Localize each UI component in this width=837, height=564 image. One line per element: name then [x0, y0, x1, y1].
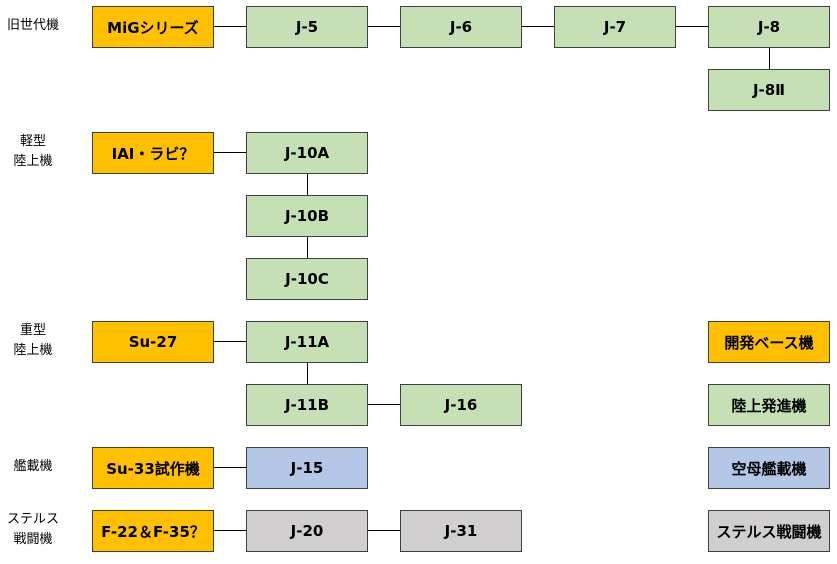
node-j11a: J-11A [246, 321, 368, 363]
connector-j5-j6 [368, 26, 401, 27]
connector-f22f35-j20 [214, 530, 247, 531]
row-label-light-land: 軽型 陸上機 [13, 134, 53, 169]
node-su33-prototype: Su-33試作機 [92, 447, 214, 489]
connector-j10a-j10b [307, 173, 308, 195]
node-j11b: J-11B [246, 384, 368, 426]
connector-mig-j5 [214, 26, 247, 27]
node-j10a: J-10A [246, 132, 368, 174]
connector-su27-j11a [214, 341, 247, 342]
legend-land-based: 陸上発進機 [708, 384, 830, 426]
connector-j7-j8 [676, 26, 709, 27]
connector-j20-j31 [368, 530, 401, 531]
legend-carrier-based: 空母艦載機 [708, 447, 830, 489]
row-label-stealth: ステルス 戦闘機 [6, 512, 59, 547]
node-j15: J-15 [246, 447, 368, 489]
legend-stealth-fighter: ステルス戦闘機 [708, 510, 830, 552]
row-label-old-generation: 旧世代機 [6, 18, 59, 33]
node-j10c: J-10C [246, 258, 368, 300]
connector-j11a-j11b [307, 362, 308, 384]
row-label-heavy-land: 重型 陸上機 [13, 323, 53, 358]
connector-j6-j7 [522, 26, 555, 27]
node-j6: J-6 [400, 6, 522, 48]
node-j7: J-7 [554, 6, 676, 48]
node-j10b: J-10B [246, 195, 368, 237]
node-j5: J-5 [246, 6, 368, 48]
node-iai-lavi: IAI・ラビ？ [92, 132, 214, 174]
connector-j10b-j10c [307, 236, 308, 258]
node-j31: J-31 [400, 510, 522, 552]
connector-j11b-j16 [368, 404, 401, 405]
node-mig-series: MiGシリーズ [92, 6, 214, 48]
node-j20: J-20 [246, 510, 368, 552]
node-su27: Su-27 [92, 321, 214, 363]
connector-j8-j8ii [769, 47, 770, 69]
node-j16: J-16 [400, 384, 522, 426]
connector-su33-j15 [214, 467, 247, 468]
node-f22-f35: F-22＆F-35？ [92, 510, 214, 552]
row-label-carrier: 艦載機 [13, 459, 53, 474]
node-j8: J-8 [708, 6, 830, 48]
node-j8ii: J-8Ⅱ [708, 69, 830, 111]
connector-lavi-j10a [214, 152, 247, 153]
legend-development-base: 開発ベース機 [708, 321, 830, 363]
